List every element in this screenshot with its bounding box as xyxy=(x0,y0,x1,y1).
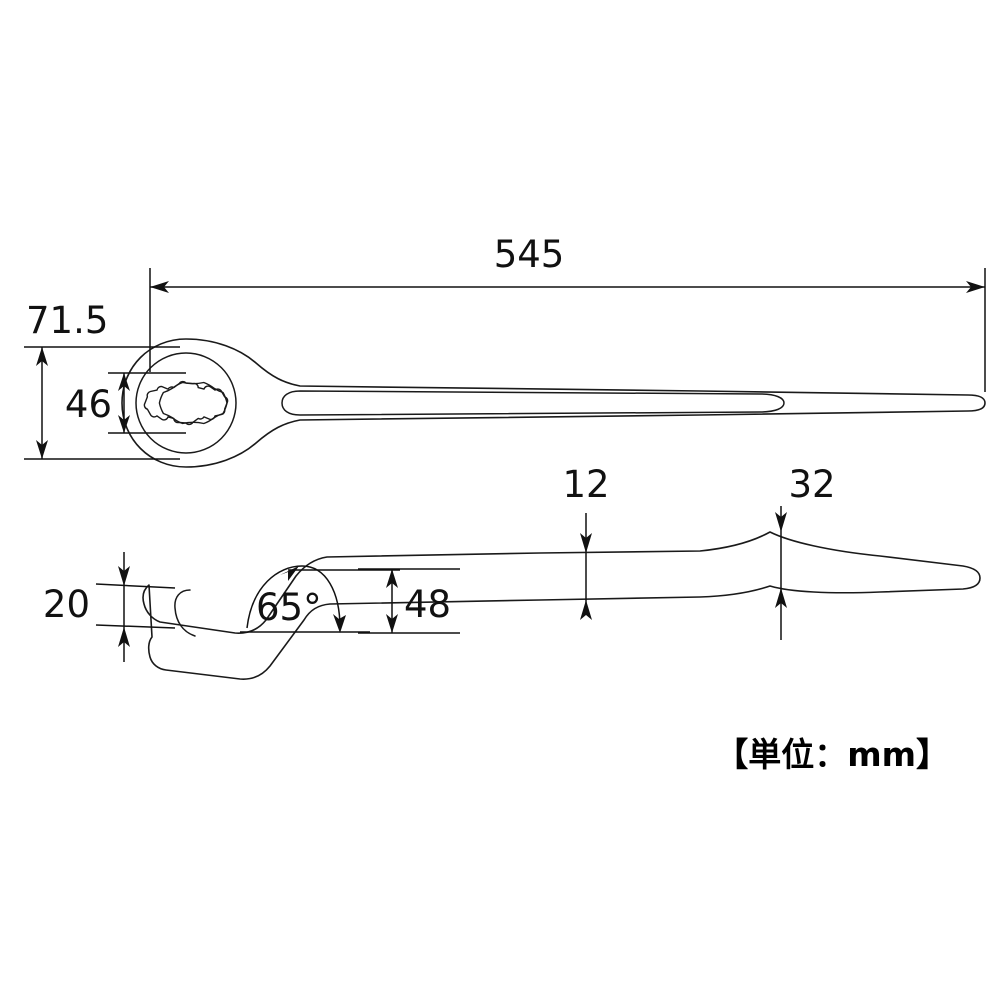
arrow-48-bottom xyxy=(386,614,398,633)
top-view-group xyxy=(121,338,986,468)
arrow-12-top xyxy=(580,533,592,553)
socket-scallop-outline xyxy=(158,381,228,425)
dim-label-715: 71.5 xyxy=(26,299,108,342)
arrow-12-bottom xyxy=(580,600,592,620)
arrow-20-top xyxy=(118,566,130,586)
arrow-715-top xyxy=(36,347,48,366)
dim-label-46: 46 xyxy=(65,383,112,426)
dim-label-12: 12 xyxy=(562,463,609,506)
arrow-715-bottom xyxy=(36,440,48,459)
arrow-48-top xyxy=(386,569,398,588)
side-head-inner-edge xyxy=(174,589,196,637)
dim-arc-65 xyxy=(246,565,341,629)
ext-line-20-bottom xyxy=(95,624,176,629)
arrow-46-bottom xyxy=(118,415,130,433)
dim-label-20: 20 xyxy=(43,583,90,626)
arrow-20-bottom xyxy=(118,627,130,647)
handle-slot xyxy=(281,390,785,416)
top-view-dimensions: 545 71.5 46 xyxy=(24,233,986,460)
arrow-65-start xyxy=(280,566,299,581)
arrow-46-top xyxy=(118,373,130,391)
dim-label-32: 32 xyxy=(788,463,835,506)
arrow-32-top xyxy=(775,512,787,532)
dim-label-48: 48 xyxy=(404,583,451,626)
dim-label-65: 65° xyxy=(256,586,322,629)
arrow-545-right xyxy=(966,281,985,293)
arrow-545-left xyxy=(150,281,169,293)
side-view-group xyxy=(142,531,981,680)
unit-caption: 【単位：mm】 xyxy=(715,735,949,774)
arrow-32-bottom xyxy=(775,588,787,608)
arrow-65-end xyxy=(333,614,346,633)
top-view-outline xyxy=(121,338,986,468)
twelve-point-socket xyxy=(143,380,229,426)
dim-label-545: 545 xyxy=(494,233,565,276)
ring-head-bore-circle xyxy=(135,352,237,454)
ext-line-20-top xyxy=(95,583,176,589)
side-view-outline xyxy=(142,531,981,680)
side-view-dimensions: 20 65° 48 12 32 xyxy=(43,463,836,662)
